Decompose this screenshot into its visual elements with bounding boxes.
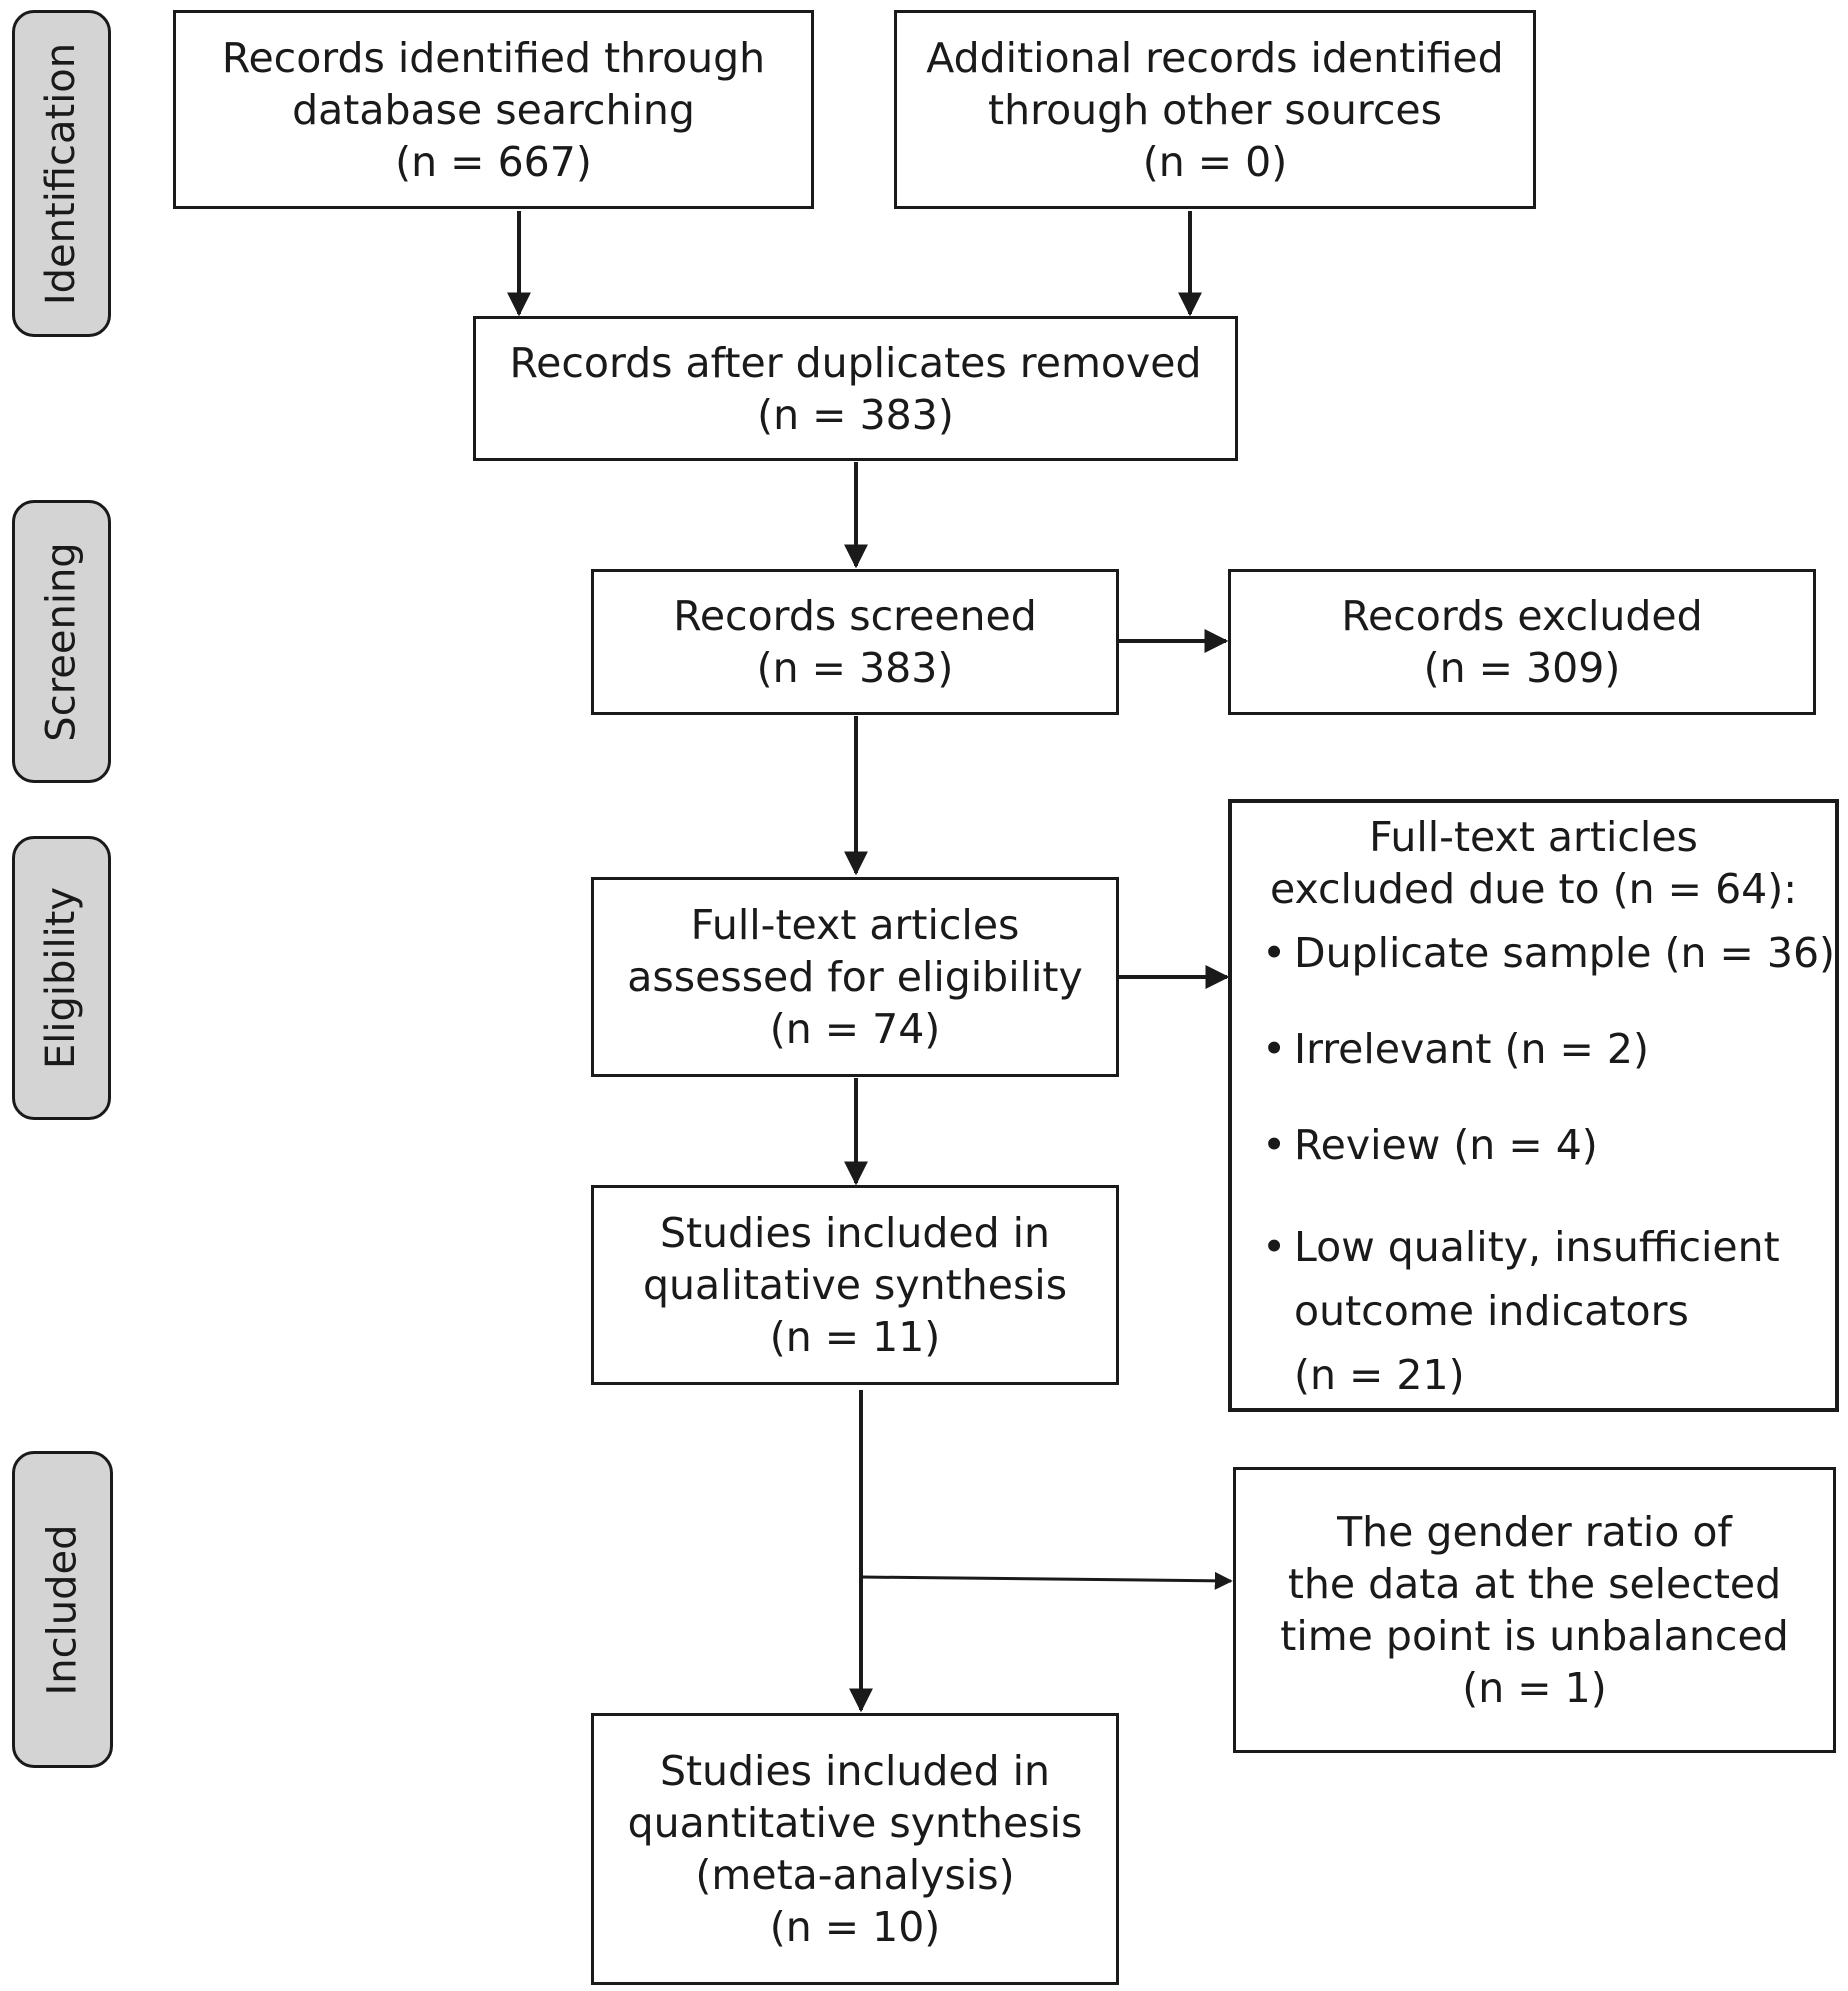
box-count: (n = 1): [1462, 1664, 1607, 1712]
box-after-duplicates: Records after duplicates removed (n = 38…: [473, 316, 1238, 461]
box-text-line: Studies included in: [659, 1747, 1051, 1795]
exclusion-item: Review (n = 4): [1262, 1119, 1835, 1171]
stage-screening-label: Screening: [38, 541, 85, 742]
stage-eligibility: Eligibility: [12, 836, 111, 1120]
exclusion-item: Low quality, insufficient outcome indica…: [1262, 1215, 1835, 1407]
box-text-line: qualitative synthesis: [642, 1261, 1068, 1309]
box-text-line: (meta-analysis): [695, 1851, 1015, 1899]
box-count: (n = 0): [1142, 137, 1288, 186]
box-fulltext-exclusions: Full-text articles excluded due to (n = …: [1228, 799, 1839, 1412]
exclusion-item: Duplicate sample (n = 36): [1262, 927, 1835, 979]
box-text-line: Records excluded: [1341, 592, 1703, 640]
box-text-line: Studies included in: [659, 1209, 1051, 1257]
stage-included: Included: [12, 1451, 113, 1768]
stage-screening: Screening: [12, 500, 111, 783]
box-text-line: Full-text articles: [690, 901, 1020, 949]
exclusion-item-line: Low quality, insufficient: [1294, 1223, 1780, 1271]
box-text-line: Records screened: [673, 592, 1037, 640]
stage-eligibility-label: Eligibility: [38, 886, 85, 1070]
exclusions-heading-line: Full-text articles: [1369, 813, 1698, 861]
box-count: (n = 10): [769, 1903, 941, 1951]
box-gender-ratio: The gender ratio of the data at the sele…: [1233, 1467, 1836, 1753]
box-text-line: quantitative synthesis: [627, 1799, 1083, 1847]
box-text-line: The gender ratio of: [1337, 1508, 1732, 1556]
box-count: (n = 309): [1423, 644, 1621, 692]
box-text-line: database searching: [292, 85, 695, 134]
box-count: (n = 383): [756, 644, 954, 692]
box-fulltext-assessed: Full-text articles assessed for eligibil…: [591, 877, 1119, 1077]
stage-identification: Identification: [12, 10, 111, 337]
box-text-line: Records after duplicates removed: [509, 338, 1202, 387]
exclusion-item-line: (n = 21): [1294, 1351, 1465, 1399]
exclusions-list: Duplicate sample (n = 36) Irrelevant (n …: [1232, 927, 1835, 1407]
box-text-line: time point is unbalanced: [1280, 1612, 1789, 1660]
box-text-line: the data at the selected: [1287, 1560, 1782, 1608]
box-count: (n = 11): [769, 1313, 941, 1361]
exclusion-item-line: outcome indicators: [1294, 1287, 1689, 1335]
stage-identification-label: Identification: [38, 42, 85, 305]
box-database-records: Records identified through database sear…: [173, 10, 814, 209]
box-count: (n = 74): [769, 1005, 941, 1053]
exclusions-heading: Full-text articles excluded due to (n = …: [1232, 811, 1835, 915]
box-other-sources: Additional records identified through ot…: [894, 10, 1536, 209]
stage-included-label: Included: [39, 1524, 86, 1695]
box-text-line: Records identified through: [221, 33, 766, 82]
box-qualitative-synthesis: Studies included in qualitative synthesi…: [591, 1185, 1119, 1385]
box-text-line: Additional records identified: [926, 33, 1504, 82]
box-text-line: through other sources: [988, 85, 1442, 134]
box-count: (n = 667): [395, 137, 592, 186]
box-quantitative-synthesis: Studies included in quantitative synthes…: [591, 1713, 1119, 1985]
exclusions-heading-line: excluded due to (n = 64):: [1269, 865, 1798, 913]
arrow-to-gender-box: [860, 1571, 1233, 1590]
box-records-excluded: Records excluded (n = 309): [1228, 569, 1816, 715]
exclusion-item: Irrelevant (n = 2): [1262, 1023, 1835, 1075]
box-records-screened: Records screened (n = 383): [591, 569, 1119, 715]
box-text-line: assessed for eligibility: [627, 953, 1083, 1001]
box-count: (n = 383): [757, 390, 954, 439]
